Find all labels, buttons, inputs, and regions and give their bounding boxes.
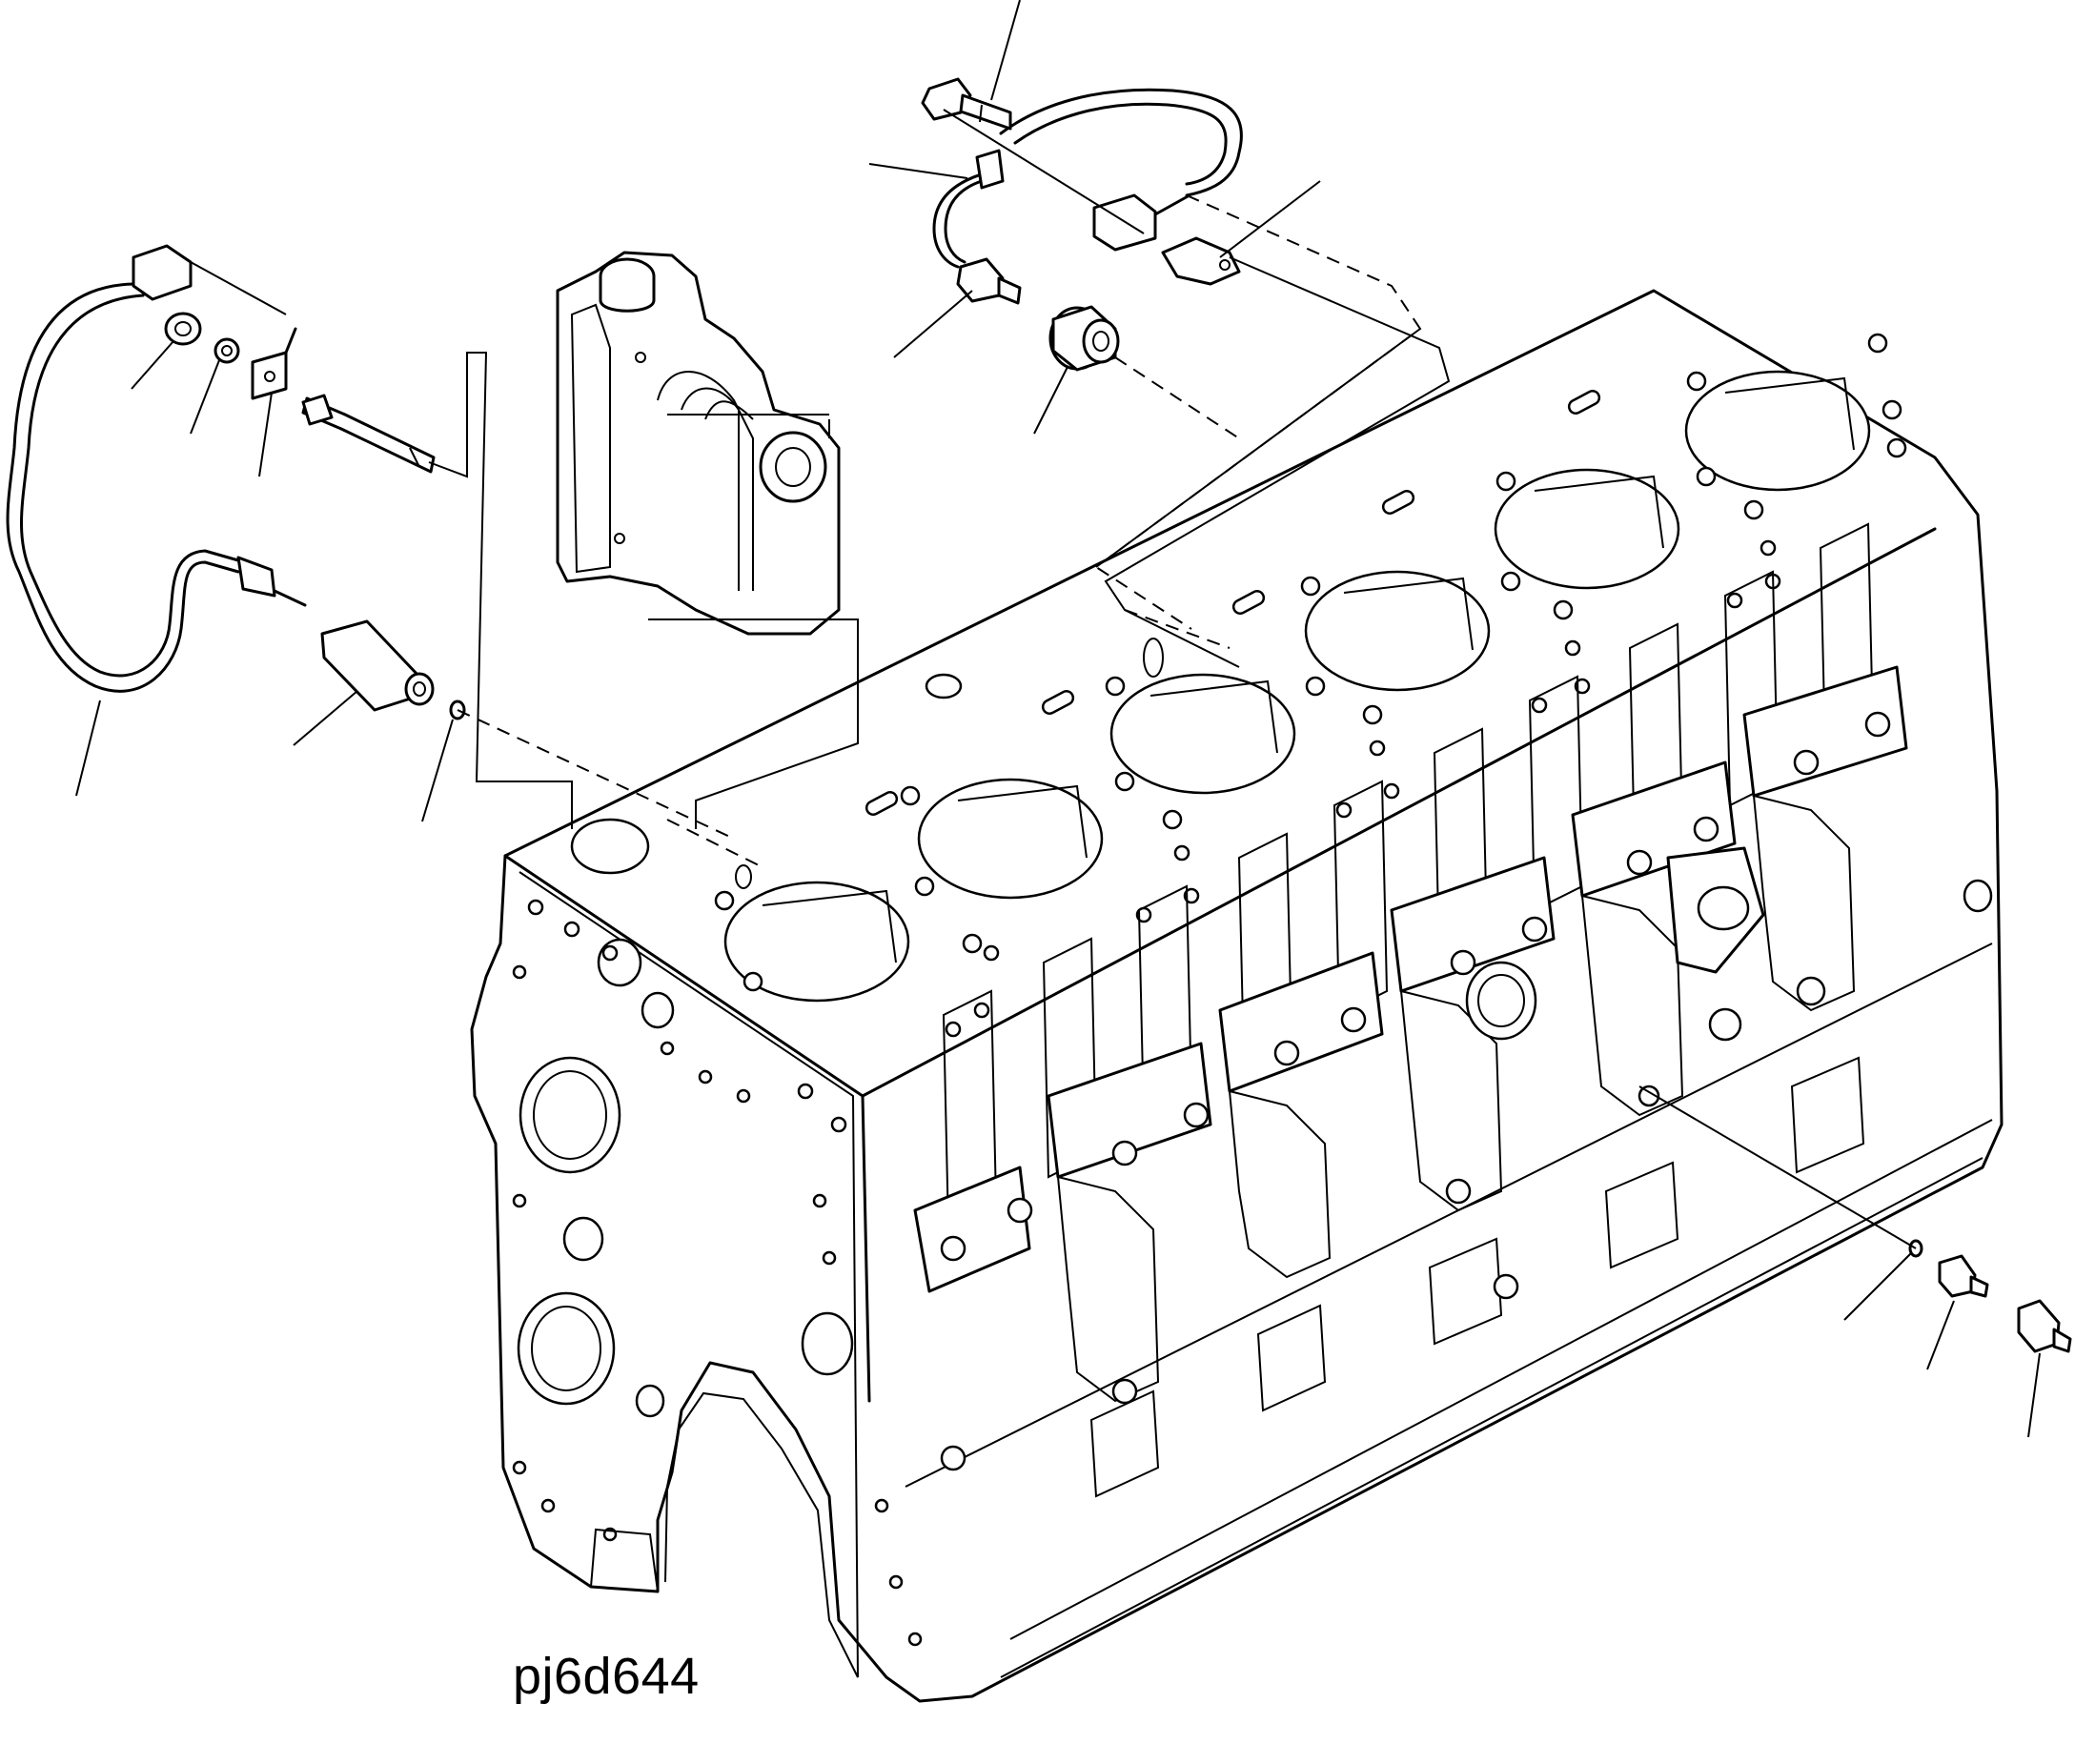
cylinder-bores bbox=[570, 370, 1871, 1003]
washer-part bbox=[214, 337, 240, 364]
nut-part bbox=[164, 312, 202, 346]
side-face-structure bbox=[905, 522, 1993, 1678]
stud-bolt bbox=[301, 394, 436, 474]
assembly-lines bbox=[428, 109, 1917, 1249]
cylinder-block bbox=[470, 289, 2004, 1703]
plug-top bbox=[1048, 305, 1120, 372]
deck-bolt-holes bbox=[714, 333, 1907, 1038]
deck-slots bbox=[865, 390, 1601, 816]
clamp-top bbox=[1161, 236, 1241, 286]
callout-leaders bbox=[75, 0, 2041, 1438]
front-face-holes bbox=[512, 899, 923, 1647]
sensor-lower-top bbox=[932, 149, 1022, 305]
sensor-harness-left bbox=[6, 244, 307, 693]
bolt-top bbox=[921, 77, 1012, 131]
control-valve-assembly bbox=[556, 251, 841, 636]
sensor-harness-top bbox=[999, 88, 1243, 252]
clip-bracket-left bbox=[251, 327, 297, 400]
sensor-right bbox=[2017, 1299, 2072, 1353]
figure-id-label: pj6d644 bbox=[513, 1648, 700, 1705]
sensor-plug-cylinder bbox=[320, 619, 435, 712]
plug-right bbox=[1938, 1254, 1989, 1298]
